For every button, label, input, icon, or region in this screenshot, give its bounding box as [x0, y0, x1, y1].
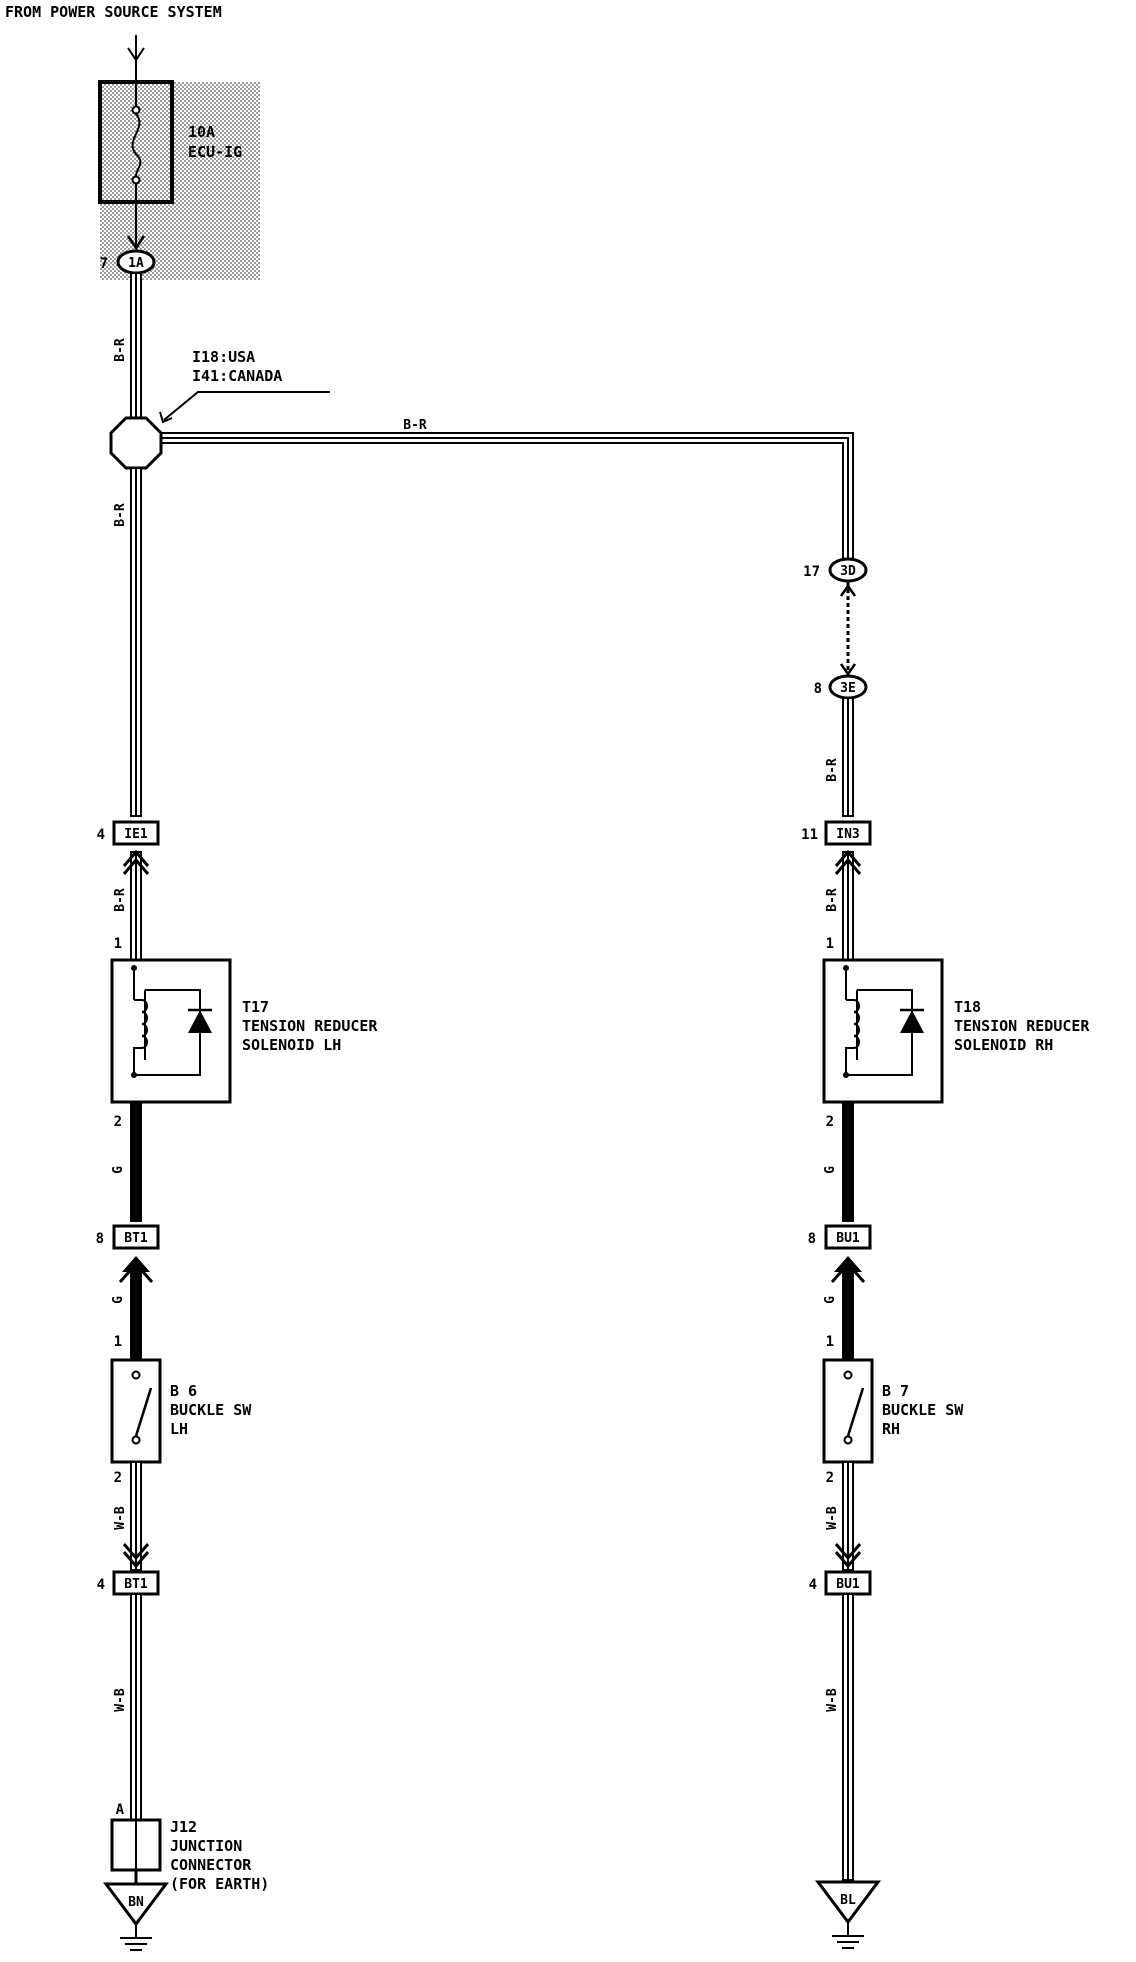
t18-tension-reducer-solenoid: [822, 958, 944, 1104]
wire-br-left-mid: [130, 467, 142, 817]
connector-bt1-upper: 8 BT1: [96, 1224, 160, 1250]
b6-pin-top: 1: [114, 1334, 122, 1350]
power-source-label: FROM POWER SOURCE SYSTEM: [5, 3, 222, 21]
b6-desc-2: LH: [170, 1420, 188, 1438]
connector-bu1-lower-id: BU1: [836, 1577, 860, 1592]
wire-br-horizontal: [160, 432, 854, 562]
connector-bt1-lower-pin: 4: [97, 1577, 105, 1593]
wire-label-g-3: G: [111, 1296, 126, 1304]
connector-3e-id: 3E: [840, 681, 856, 696]
connector-3e-pin: 8: [814, 681, 822, 697]
t18-pin-bottom: 2: [826, 1114, 834, 1130]
connector-bu1-lower: 4 BU1: [809, 1570, 872, 1596]
connector-bu1-lower-pin: 4: [809, 1577, 817, 1593]
wire-label-wb-3: W-B: [113, 1688, 128, 1712]
j12-pin: A: [116, 1802, 125, 1818]
ground-bn-label: BN: [128, 1895, 144, 1910]
j12-desc-2: CONNECTOR: [170, 1856, 252, 1874]
b6-desc-1: BUCKLE SW: [170, 1401, 252, 1419]
wire-label-wb-4: W-B: [825, 1688, 840, 1712]
ground-bl-label: BL: [840, 1893, 856, 1908]
wire-br-right-mid: [842, 697, 854, 817]
t17-desc-1: TENSION REDUCER: [242, 1017, 378, 1035]
t17-desc-2: SOLENOID LH: [242, 1036, 341, 1054]
wire-label-g-1: G: [111, 1166, 126, 1174]
connector-bt1-lower-id: BT1: [124, 1577, 148, 1592]
b7-buckle-switch: [822, 1358, 874, 1464]
connector-bt1-lower: 4 BT1: [97, 1570, 160, 1596]
t18-pin-top: 1: [826, 936, 834, 952]
wire-label-g-2: G: [823, 1166, 838, 1174]
t17-pin-bottom: 2: [114, 1114, 122, 1130]
b7-pin-bottom: 2: [826, 1470, 834, 1486]
wire-label-g-4: G: [823, 1296, 838, 1304]
b7-desc-1: BUCKLE SW: [882, 1401, 964, 1419]
t17-tension-reducer-solenoid: [110, 958, 232, 1104]
t18-desc-1: TENSION REDUCER: [954, 1017, 1090, 1035]
connector-bu1-upper: 8 BU1: [808, 1224, 872, 1250]
connector-bu1-upper-id: BU1: [836, 1231, 860, 1246]
b7-pin-top: 1: [826, 1334, 834, 1350]
connector-1a-pin: 7: [100, 256, 108, 272]
b6-pin-bottom: 2: [114, 1470, 122, 1486]
fuse-ecu-ig: 10A ECU-IG: [98, 35, 260, 280]
t17-id: T17: [242, 998, 269, 1016]
wire-g-right-upper: [842, 1102, 854, 1222]
wire-label-br-3: B-R: [825, 758, 840, 782]
junction-point: [109, 416, 163, 470]
wire-label-br-5: B-R: [825, 888, 840, 912]
connector-ie1: 4 IE1: [97, 820, 160, 846]
wire-label-br-1: B-R: [113, 338, 128, 362]
t17-pin-top: 1: [114, 936, 122, 952]
j12-desc-1: JUNCTION: [170, 1837, 242, 1855]
wire-g-left-lower: [118, 1256, 154, 1370]
wire-label-br-4: B-R: [113, 888, 128, 912]
t18-id: T18: [954, 998, 981, 1016]
wire-label-br-horizontal: B-R: [403, 418, 427, 433]
j12-junction-connector: [110, 1818, 162, 1872]
wire-label-br-2: B-R: [113, 503, 128, 527]
wire-wb-left-lower: [130, 1593, 142, 1851]
wire-label-wb-2: W-B: [825, 1506, 840, 1530]
j12-desc-3: (FOR EARTH): [170, 1875, 269, 1893]
ground-bn-icon: [103, 1882, 169, 1951]
connector-3d-id: 3D: [840, 564, 856, 579]
b7-desc-2: RH: [882, 1420, 900, 1438]
connector-1a-id: 1A: [128, 256, 144, 271]
connector-bt1-upper-id: BT1: [124, 1231, 148, 1246]
wire-g-right-lower: [830, 1256, 866, 1370]
junction-label-canada: I41:CANADA: [192, 367, 282, 385]
connector-bu1-upper-pin: 8: [808, 1231, 816, 1247]
connector-ie1-id: IE1: [124, 827, 148, 842]
connector-in3: 11 IN3: [801, 820, 872, 846]
b6-buckle-switch: [110, 1358, 162, 1464]
b7-id: B 7: [882, 1382, 909, 1400]
ground-bl-icon: [815, 1880, 881, 1949]
junction-label-usa: I18:USA: [192, 348, 255, 366]
wire-wb-left-upper: [122, 1461, 150, 1571]
connector-in3-id: IN3: [836, 827, 859, 842]
fuse-rating: 10A: [188, 123, 215, 141]
wire-g-left-upper: [130, 1102, 142, 1222]
connector-3e: 8 3E: [814, 674, 868, 700]
b6-id: B 6: [170, 1382, 197, 1400]
t18-desc-2: SOLENOID RH: [954, 1036, 1053, 1054]
connector-in3-pin: 11: [801, 827, 818, 843]
wire-wb-right-upper: [834, 1461, 862, 1571]
connector-ie1-pin: 4: [97, 827, 105, 843]
fuse-name: ECU-IG: [188, 143, 242, 161]
j12-id: J12: [170, 1818, 197, 1836]
wire-br-left-upper: [130, 272, 142, 429]
connector-bt1-upper-pin: 8: [96, 1231, 104, 1247]
connector-3d-pin: 17: [803, 564, 820, 580]
wire-label-wb-1: W-B: [113, 1506, 128, 1530]
connector-3d: 17 3D: [803, 557, 868, 583]
wire-wb-right-lower: [842, 1593, 854, 1881]
